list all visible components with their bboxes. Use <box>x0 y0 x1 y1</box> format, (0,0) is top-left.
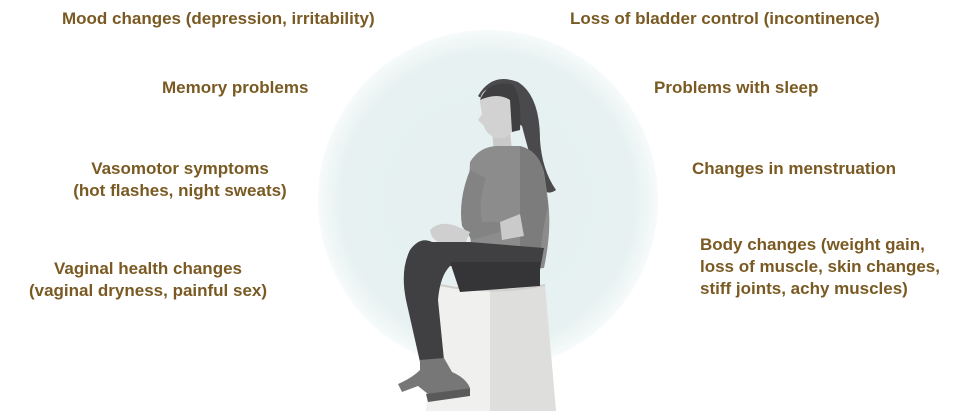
label-memory-problems: Memory problems <box>162 77 308 99</box>
label-menstruation-line-1: Changes in menstruation <box>692 158 896 180</box>
label-vasomotor-line-1: Vasomotor symptoms <box>62 158 298 180</box>
label-vaginal-line-2: (vaginal dryness, painful sex) <box>18 280 278 302</box>
label-bladder-line-1: Loss of bladder control (incontinence) <box>570 8 880 30</box>
label-body-line-3: stiff joints, achy muscles) <box>700 278 940 300</box>
label-body-changes: Body changes (weight gain, loss of muscl… <box>700 234 940 300</box>
label-vaginal-health-changes: Vaginal health changes (vaginal dryness,… <box>18 258 278 302</box>
label-bladder-control: Loss of bladder control (incontinence) <box>570 8 880 30</box>
label-body-line-1: Body changes (weight gain, <box>700 234 940 256</box>
label-vaginal-line-1: Vaginal health changes <box>18 258 278 280</box>
label-vasomotor-line-2: (hot flashes, night sweats) <box>62 180 298 202</box>
label-mood-changes: Mood changes (depression, irritability) <box>62 8 375 30</box>
label-menstruation-changes: Changes in menstruation <box>692 158 896 180</box>
label-sleep-problems: Problems with sleep <box>654 77 818 99</box>
label-mood-line-1: Mood changes (depression, irritability) <box>62 8 375 30</box>
label-vasomotor-symptoms: Vasomotor symptoms (hot flashes, night s… <box>62 158 298 202</box>
label-sleep-line-1: Problems with sleep <box>654 77 818 99</box>
label-body-line-2: loss of muscle, skin changes, <box>700 256 940 278</box>
label-memory-line-1: Memory problems <box>162 77 308 99</box>
